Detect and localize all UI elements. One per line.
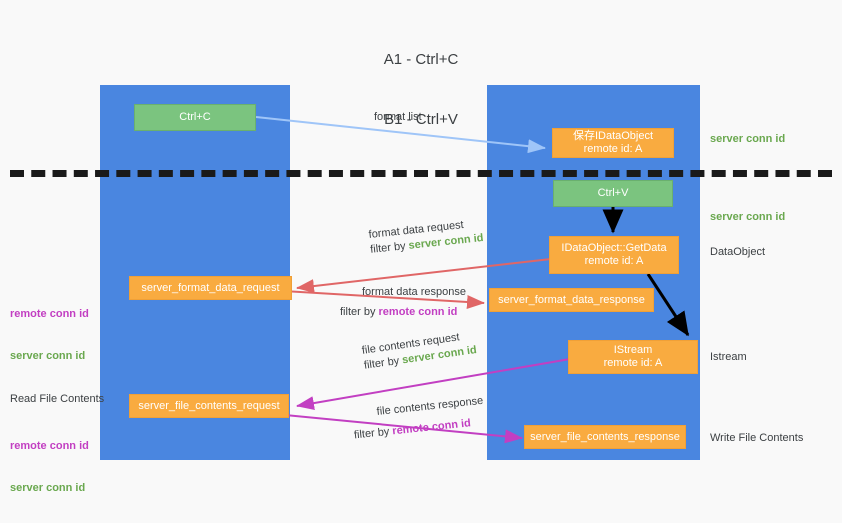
annotation-server-conn-id-bottom: server conn id bbox=[710, 211, 786, 223]
node-server-file-contents-request-label: server_file_contents_request bbox=[138, 399, 280, 412]
annotation-conn-ids-lower: remote conn id server conn id bbox=[10, 411, 89, 523]
node-save-idataobject-title: 保存IDataObject bbox=[572, 130, 654, 142]
annotation-write-file-contents: Write File Contents bbox=[710, 432, 804, 444]
node-server-file-contents-request[interactable]: server_file_contents_request bbox=[129, 394, 289, 418]
diagram-canvas: A1 - Ctrl+C B1 - Ctrl+V A1 remote B1 con… bbox=[10, 51, 832, 494]
filter-value-remote-conn-id: remote conn id bbox=[391, 417, 472, 438]
annotation-read-file-contents: Read File Contents bbox=[10, 393, 105, 405]
node-server-format-data-response[interactable]: server_format_data_response bbox=[489, 288, 654, 312]
node-save-idataobject-remote-id: remote id: A bbox=[583, 143, 643, 155]
node-server-format-data-response-label: server_format_data_response bbox=[498, 293, 645, 306]
node-idataobject-getdata[interactable]: IDataObject::GetData remote id: A bbox=[549, 236, 679, 274]
annotation-conn-ids-upper: remote conn id server conn id bbox=[10, 279, 89, 391]
node-ctrl-c[interactable]: Ctrl+C bbox=[134, 104, 256, 131]
annotation-server-conn-id-top: server conn id bbox=[710, 133, 786, 145]
edge-label-format-list: format list bbox=[374, 110, 422, 125]
edge-label-format-data-response: format data response filter by remote co… bbox=[340, 285, 466, 320]
node-ctrl-c-label: Ctrl+C bbox=[179, 111, 211, 123]
filter-prefix: filter by bbox=[353, 425, 393, 442]
filter-prefix: filter by bbox=[340, 306, 379, 318]
edge-label-format-data-request: format data request filter by server con… bbox=[368, 216, 484, 258]
title-line-1: A1 - Ctrl+C bbox=[383, 51, 459, 68]
node-ctrl-v[interactable]: Ctrl+V bbox=[553, 180, 673, 207]
filter-prefix: filter by bbox=[369, 239, 410, 256]
filter-value-remote-conn-id: remote conn id bbox=[378, 306, 458, 318]
edge-label-format-list-text: format list bbox=[374, 111, 422, 123]
annotation-server-conn-id-2: server conn id bbox=[10, 482, 86, 494]
annotation-dataobject: DataObject bbox=[710, 246, 766, 258]
node-istream[interactable]: IStream remote id: A bbox=[568, 340, 698, 374]
edge-label-format-data-response-filter: filter by remote conn id bbox=[340, 305, 466, 320]
edge-label-format-data-response-line1: format data response bbox=[362, 286, 466, 298]
node-server-file-contents-response[interactable]: server_file_contents_response bbox=[524, 425, 686, 449]
annotation-istream: Istream bbox=[710, 351, 747, 363]
node-idataobject-getdata-remote-id: remote id: A bbox=[584, 255, 644, 267]
node-server-format-data-request-label: server_format_data_request bbox=[141, 281, 280, 294]
edge-label-file-contents-request: file contents request filter by server c… bbox=[361, 328, 478, 374]
filter-prefix: filter by bbox=[363, 354, 404, 372]
node-idataobject-getdata-title: IDataObject::GetData bbox=[561, 242, 667, 254]
node-istream-remote-id: remote id: A bbox=[603, 357, 663, 369]
node-server-file-contents-response-label: server_file_contents_response bbox=[530, 430, 680, 443]
node-ctrl-v-label: Ctrl+V bbox=[597, 187, 629, 199]
node-istream-title: IStream bbox=[613, 344, 653, 356]
phase-divider bbox=[10, 170, 832, 177]
annotation-server-conn-id-1: server conn id bbox=[10, 350, 86, 362]
edge-label-file-contents-response: file contents response filter by remote … bbox=[353, 394, 486, 442]
edge-label-file-contents-response-filter: filter by remote conn id bbox=[353, 415, 486, 444]
annotation-remote-conn-id-1: remote conn id bbox=[10, 308, 89, 320]
node-server-format-data-request[interactable]: server_format_data_request bbox=[129, 276, 292, 300]
annotation-remote-conn-id-2: remote conn id bbox=[10, 440, 89, 452]
node-save-idataobject[interactable]: 保存IDataObject remote id: A bbox=[552, 128, 674, 158]
